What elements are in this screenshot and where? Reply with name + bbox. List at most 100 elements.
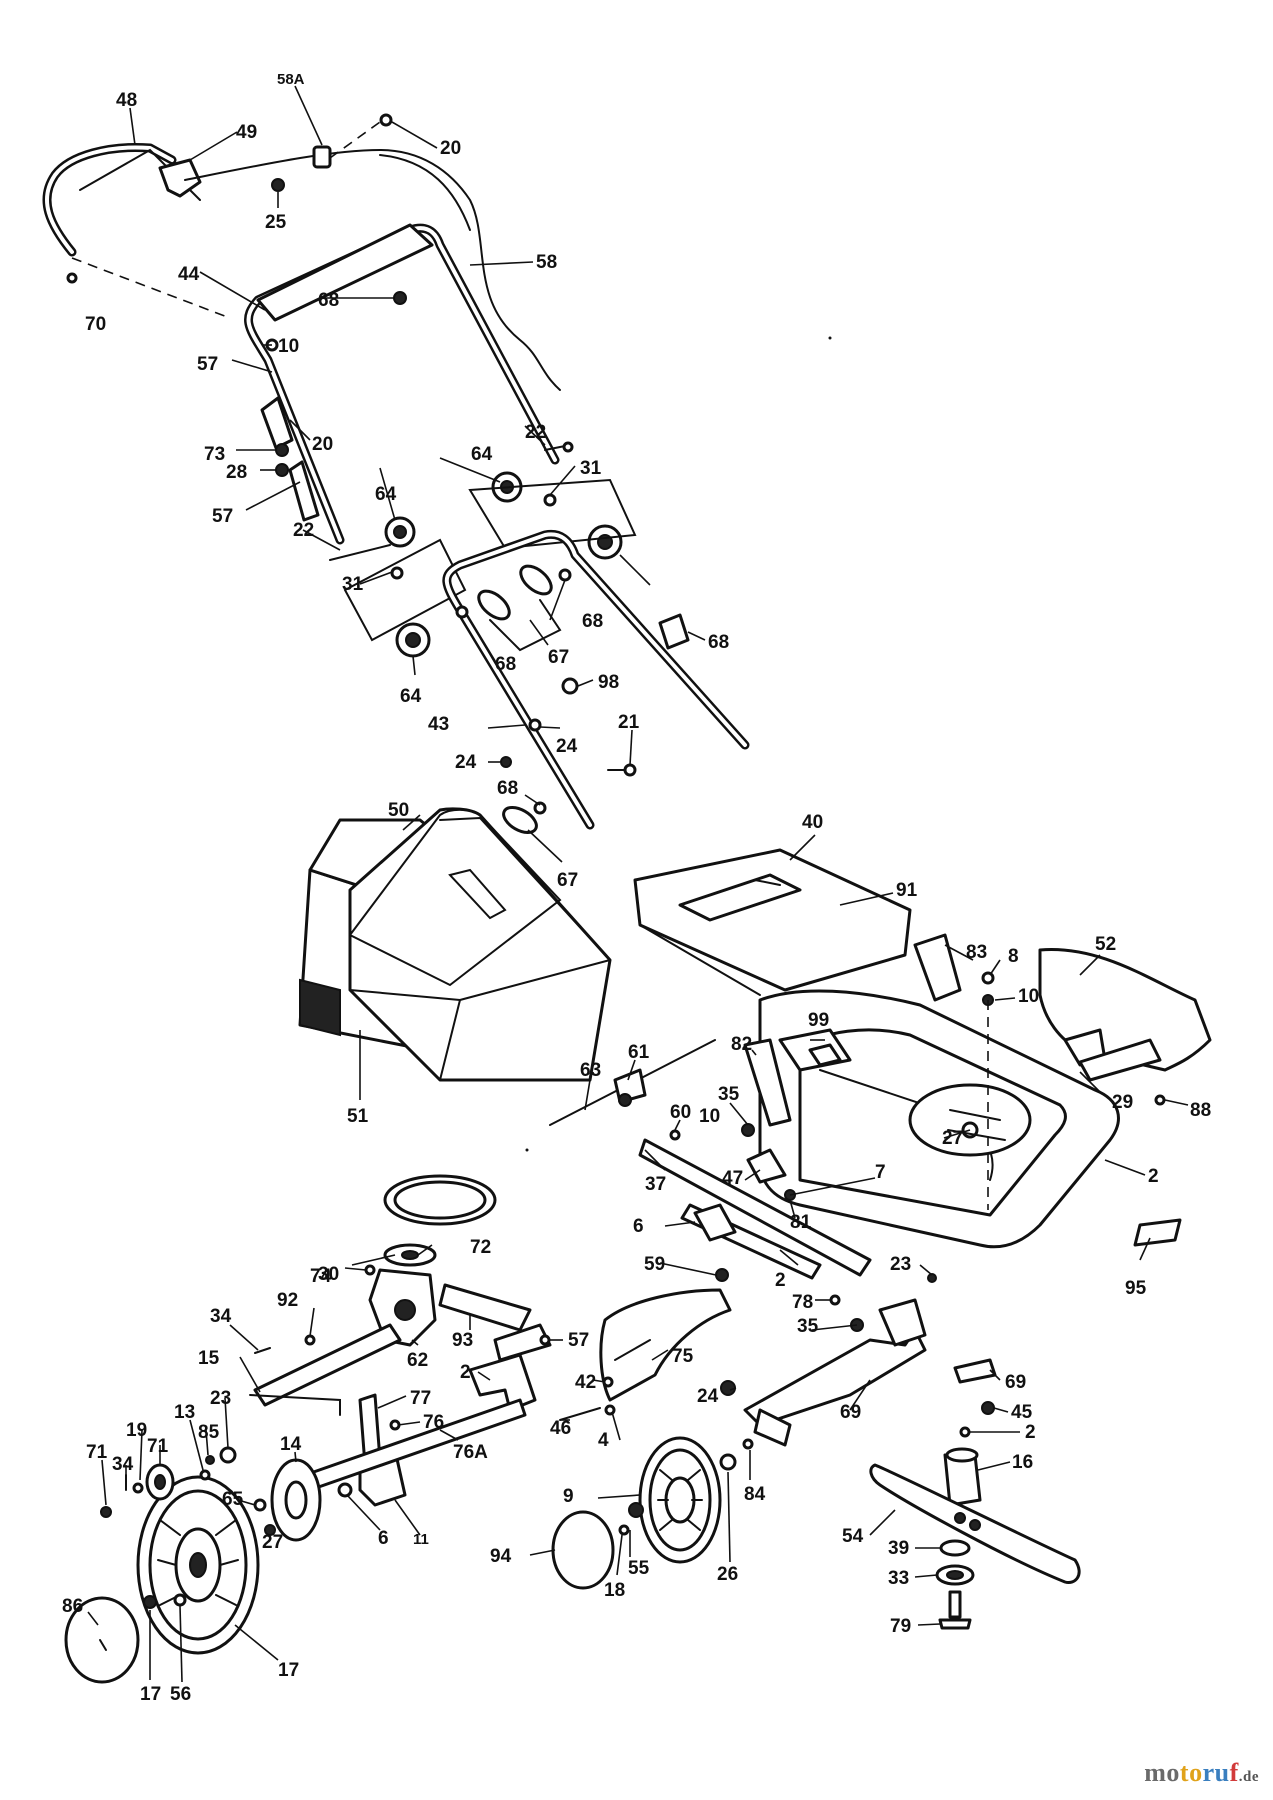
bolt-98 (561, 677, 579, 695)
washer-71-b (199, 1469, 211, 1481)
screw-9 (742, 1438, 754, 1450)
label-64-b: 64 (471, 444, 493, 465)
bolt-22-left (329, 544, 391, 561)
washer-6-low (253, 1498, 267, 1512)
label-55: 94 (490, 1546, 512, 1567)
label-2-low: 45 (1011, 1402, 1033, 1423)
blade-39 (869, 1463, 1081, 1585)
label-13: 85 (198, 1422, 220, 1443)
rear-wheel-54 (638, 1436, 722, 1564)
label-63: 63 (580, 1060, 601, 1081)
label-9: 84 (744, 1484, 766, 1505)
watermark-part3: ru (1202, 1758, 1230, 1787)
label-59: 30 (318, 1264, 339, 1285)
label-37: 2 (1148, 1166, 1159, 1187)
screw-2-low (981, 1401, 995, 1415)
screw-70 (66, 272, 78, 284)
label-6-low: 65 (222, 1489, 244, 1510)
label-48: 48 (116, 90, 137, 111)
rail-47 (638, 1138, 872, 1277)
label-27-mid: 10 (699, 1106, 720, 1127)
label-34-low: 71 (86, 1442, 108, 1463)
label-22-left: 22 (293, 520, 314, 541)
screw-20-top (379, 113, 393, 127)
rear-flap-52 (1038, 948, 1212, 1072)
label-98: 98 (598, 672, 619, 693)
strip-92 (1133, 1218, 1182, 1247)
label-68-top: 68 (318, 290, 339, 311)
label-6-mid: 81 (790, 1212, 812, 1233)
label-8-top: 8 (1008, 946, 1019, 967)
label-24-a: 24 (556, 736, 578, 757)
screw-23-low (389, 1419, 401, 1431)
screw-34-top (304, 1334, 316, 1346)
label-24-b: 24 (455, 752, 477, 773)
label-35-low: 78 (792, 1292, 813, 1313)
screw-2-mid (715, 1268, 729, 1282)
watermark-tld: .de (1238, 1769, 1259, 1785)
label-23-low: 76 (423, 1412, 444, 1433)
label-2-guard: 42 (575, 1372, 596, 1393)
label-35-top: 60 (670, 1102, 691, 1123)
label-17-upper: 27 (262, 1532, 283, 1553)
label-54: 9 (563, 1486, 574, 1507)
label-74: 6 (633, 1216, 644, 1237)
label-42: 75 (672, 1346, 694, 1367)
label-2-right: 88 (1190, 1100, 1211, 1121)
label-61: 61 (628, 1042, 650, 1063)
axle-bracket-45 (743, 1298, 927, 1447)
label-18-left: 55 (628, 1558, 650, 1579)
washer-79 (935, 1564, 975, 1586)
grass-catcher-51 (298, 807, 612, 1082)
label-22-right: 22 (525, 422, 546, 443)
nut-60 (618, 1093, 632, 1107)
axle-62 (253, 1323, 402, 1407)
label-17-lower: 56 (170, 1684, 191, 1705)
label-68-low: 68 (497, 778, 518, 799)
label-57-mid: 57 (212, 506, 233, 527)
screw-78 (927, 1273, 937, 1283)
clip-68-right (658, 613, 690, 650)
inset-box-31-left (343, 538, 467, 642)
screw-35-low (829, 1294, 841, 1306)
label-18-right: 26 (717, 1564, 738, 1585)
label-79: 33 (888, 1568, 909, 1589)
drive-disc-65 (270, 1458, 322, 1542)
rear-axle-46 (303, 1398, 527, 1492)
knob-67-a (477, 589, 511, 621)
washer-18-right (719, 1453, 737, 1471)
label-84: 16 (1012, 1452, 1033, 1473)
label-45: 69 (840, 1402, 861, 1423)
label-78: 23 (890, 1254, 911, 1275)
label-49: 49 (236, 122, 257, 143)
knob-67-b (519, 564, 553, 596)
label-57-top: 57 (197, 354, 218, 375)
bracket-23-top (493, 1323, 552, 1362)
catcher-frame-50 (348, 808, 562, 987)
washer-28 (275, 463, 289, 477)
label-62: 15 (198, 1348, 220, 1369)
label-29: 27 (942, 1128, 963, 1149)
label-77: 2 (460, 1362, 471, 1383)
knob-64-c (587, 524, 623, 560)
washer-69-low (720, 1380, 736, 1396)
nut-34-low (100, 1506, 112, 1518)
label-71-b: 13 (174, 1402, 195, 1423)
nut-24-a (528, 718, 542, 732)
label-25: 25 (265, 212, 287, 233)
middle-handle-44 (244, 223, 560, 545)
label-30: 72 (470, 1237, 491, 1258)
watermark-part4: f (1229, 1758, 1239, 1787)
label-4: 46 (550, 1418, 571, 1439)
label-28: 28 (226, 462, 247, 483)
label-10-mid: 35 (718, 1084, 740, 1105)
hubcap-55 (551, 1510, 615, 1590)
label-76: 77 (410, 1388, 431, 1409)
label-26: 18 (604, 1580, 625, 1601)
screw-35-top (669, 1129, 681, 1141)
bolt-8-top (981, 971, 995, 985)
label-16: 2 (1025, 1422, 1036, 1443)
label-10-right: 10 (1018, 986, 1039, 1007)
blade-adapter-84 (943, 1447, 982, 1507)
knob-64-d (395, 622, 431, 658)
